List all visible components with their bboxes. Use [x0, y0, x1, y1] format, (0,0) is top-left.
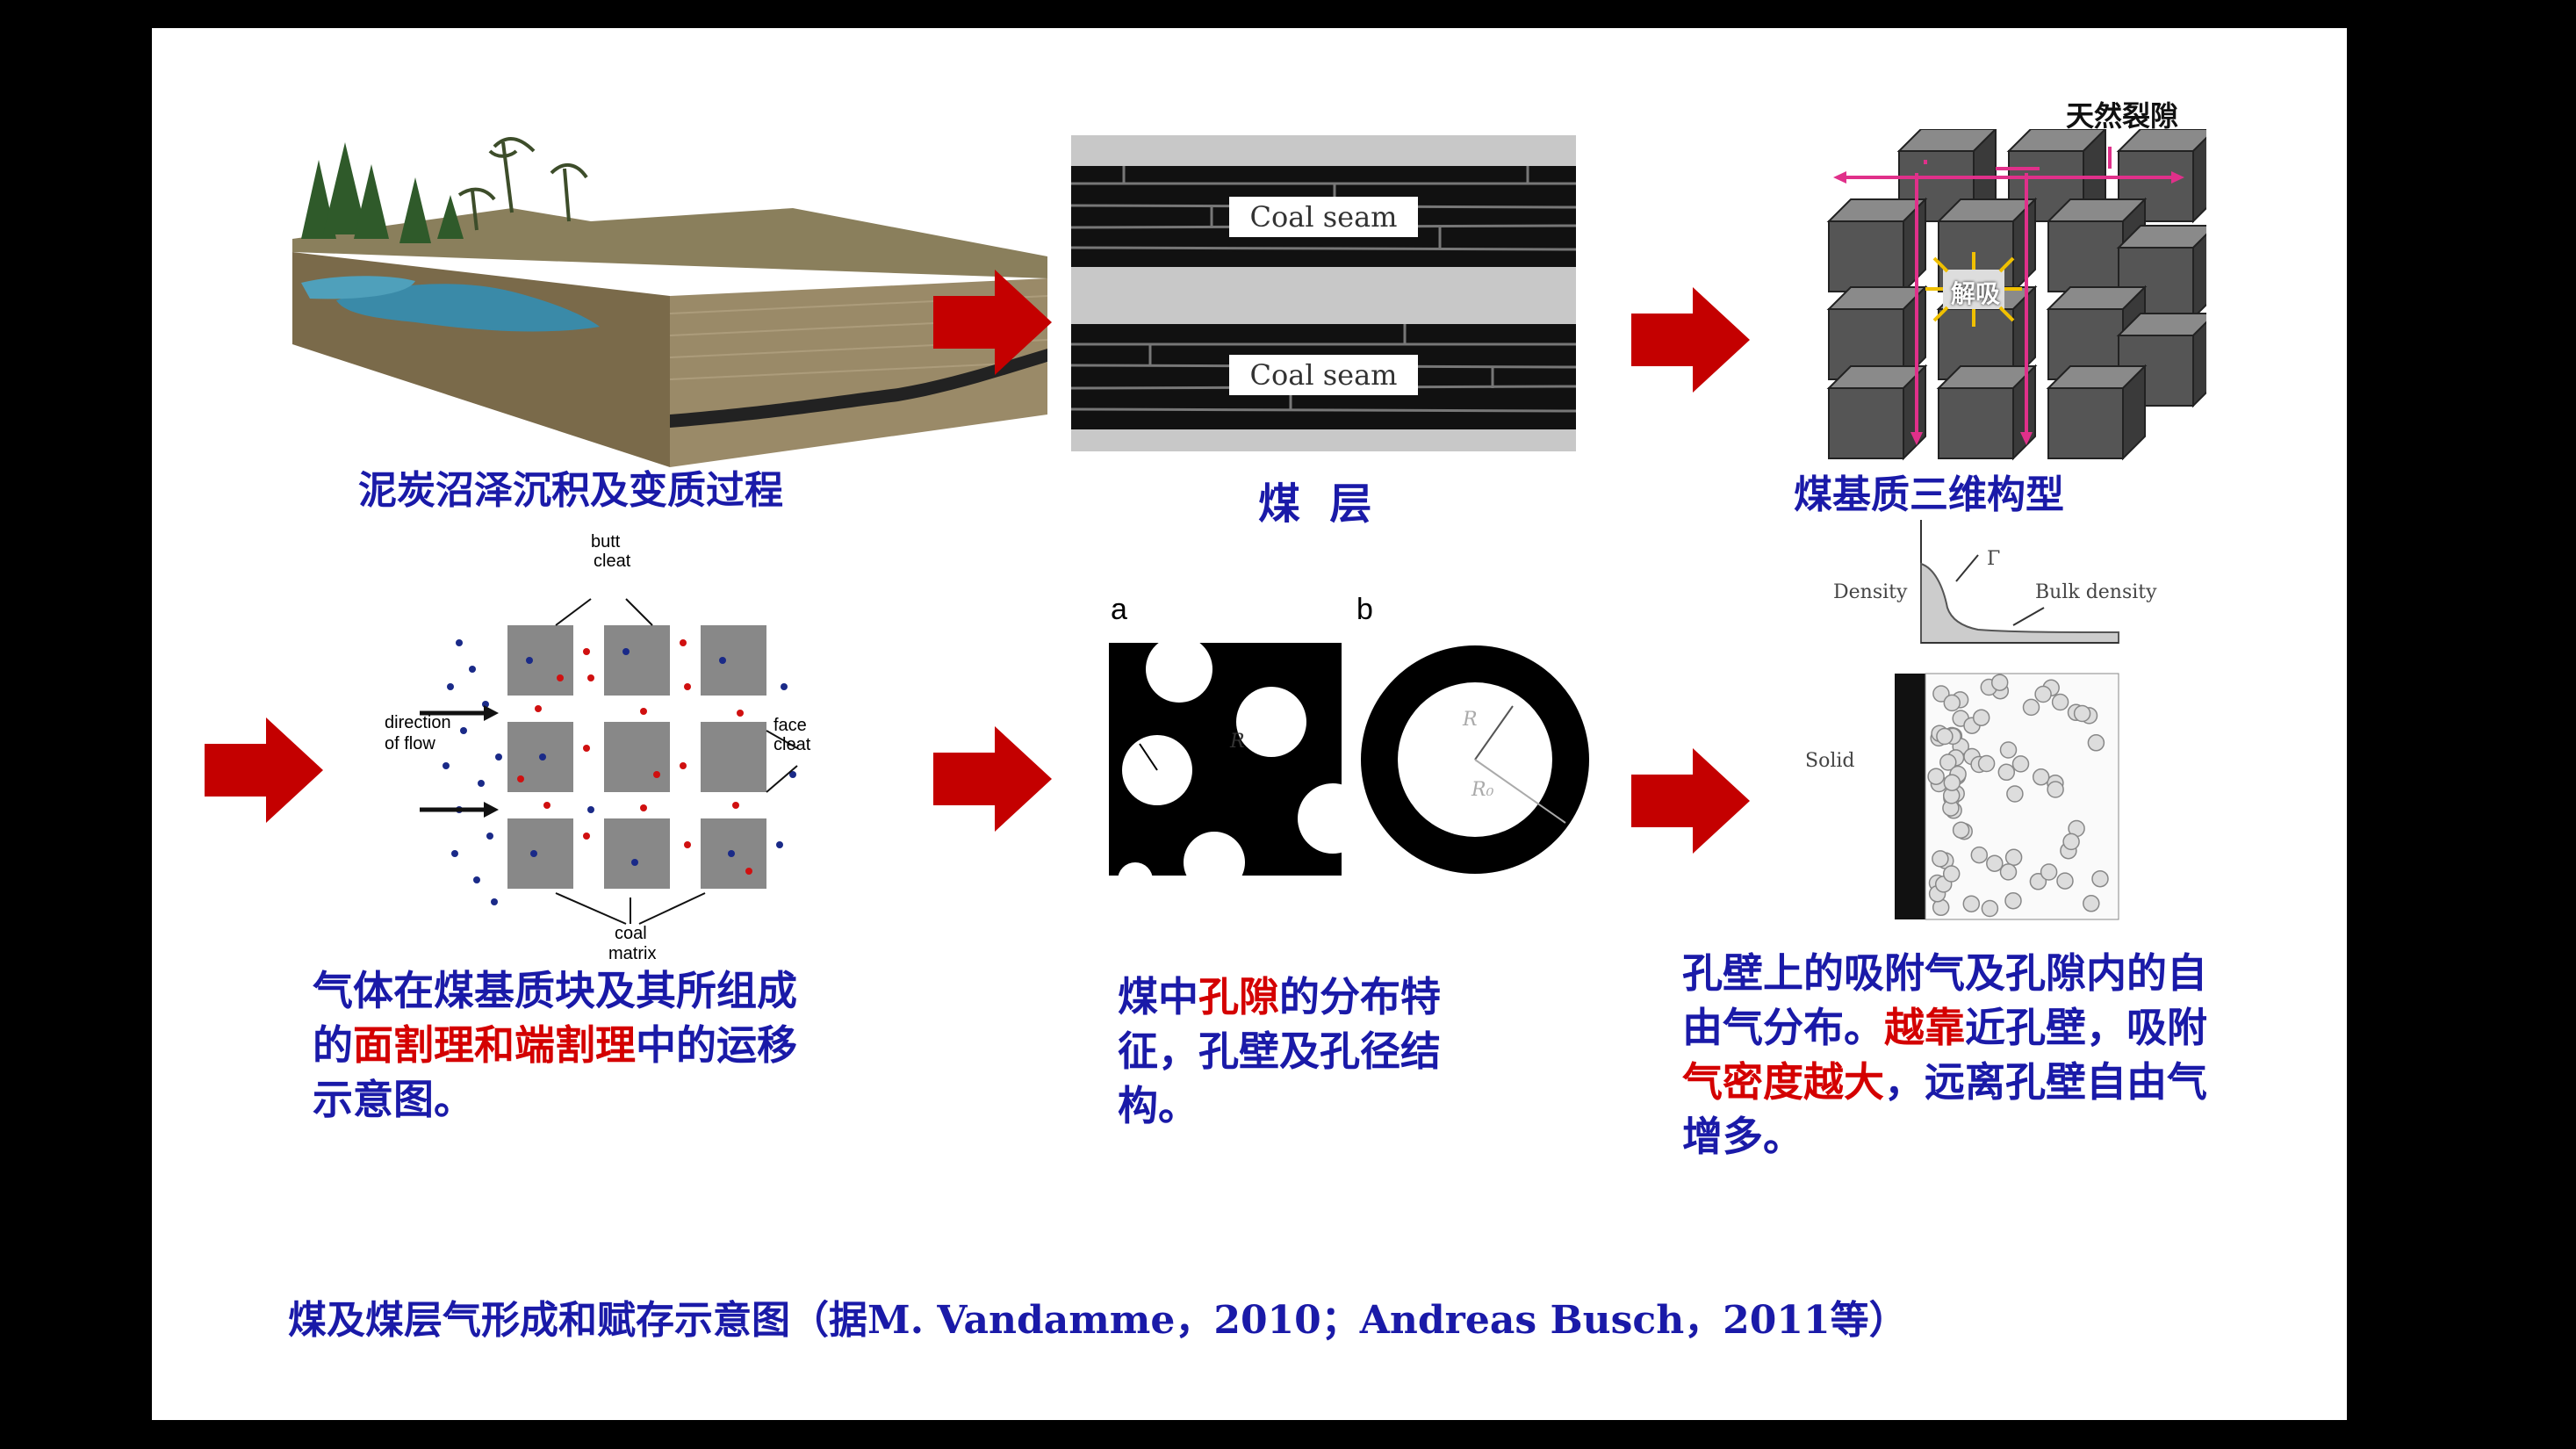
coal-matrix-cube-diagram: [1828, 129, 2206, 459]
panel5-caption-line: 构。: [1118, 1082, 1198, 1129]
panel4-caption-line: 气体在煤基质块及其所组成: [313, 967, 797, 1014]
gas-molecule: [2004, 891, 2022, 910]
gas-molecule: [1986, 854, 2004, 872]
caption-text: 的分布特: [1279, 973, 1441, 1020]
subfigure-b-label: b: [1356, 593, 1373, 626]
gas-molecule: [2004, 848, 2023, 867]
panel6-caption-line: 气密度越大，远离孔壁自由气: [1682, 1055, 2207, 1109]
panel6-caption-line: 由气分布。越靠近孔壁，吸附: [1682, 1000, 2207, 1055]
caption-highlight: 面割理和端割理: [353, 1021, 636, 1069]
arrow-right-icon: [933, 270, 1052, 375]
panel6-caption: 孔壁上的吸附气及孔隙内的自 由气分布。越靠近孔壁，吸附 气密度越大，远离孔壁自由…: [1682, 946, 2207, 1164]
gas-molecule: [1999, 863, 2018, 881]
panel3-caption: 煤基质三维构型: [1794, 472, 2064, 517]
gas-molecule: [1970, 846, 1989, 864]
panel6-caption-line: 增多。: [1682, 1113, 1803, 1160]
gas-molecule: [1952, 821, 1970, 839]
caption-text: 煤中: [1118, 973, 1198, 1020]
gas-molecule: [2056, 872, 2074, 890]
gas-molecule: [2091, 869, 2109, 888]
caption-text: 由气分布。: [1682, 1004, 1884, 1051]
gas-molecule: [2029, 873, 2047, 890]
outer-radius-label: R₀: [1471, 779, 1494, 801]
gamma-label: Γ: [1987, 548, 2001, 570]
gas-molecule: [2032, 768, 2050, 786]
solid-label: Solid: [1805, 750, 1855, 772]
of-flow-label: of flow: [385, 734, 435, 753]
butt-label: butt: [591, 532, 621, 551]
panel1-caption: 泥炭沼泽沉积及变质过程: [358, 468, 783, 513]
caption-highlight: 孔隙: [1198, 973, 1279, 1020]
coal-seam-diagram: [1071, 135, 1576, 451]
gas-molecule: [1939, 753, 1957, 771]
panel5-caption: 煤中孔隙的分布特 征，孔壁及孔径结 构。: [1118, 970, 1441, 1133]
gas-molecule: [2087, 734, 2105, 752]
cleat-label: cleat: [774, 735, 811, 754]
adsorption-density-diagram: [1895, 520, 2119, 920]
radius-label: R: [1463, 709, 1478, 731]
gas-molecule: [1942, 865, 1961, 883]
panel5-caption-line: 煤中孔隙的分布特: [1118, 970, 1441, 1024]
radius-label: R: [1230, 731, 1245, 753]
gas-molecule: [2011, 755, 2030, 773]
caption-text: 中的运移: [636, 1021, 797, 1069]
gas-molecule: [2062, 833, 2080, 851]
coal-seam-label: Coal seam: [1249, 358, 1398, 392]
direction-label: direction: [385, 713, 451, 732]
desorption-label: 解吸: [1950, 279, 2000, 308]
arrow-right-icon: [933, 726, 1052, 832]
subfigure-a-label: a: [1111, 593, 1127, 626]
arrow-right-icon: [205, 717, 323, 823]
panel5-caption-line: 征，孔壁及孔径结: [1118, 1027, 1441, 1075]
gas-molecule: [2034, 685, 2052, 703]
gas-molecule: [1943, 774, 1961, 791]
coal-seam-label: Coal seam: [1249, 200, 1398, 234]
density-axis-label: Density: [1833, 581, 1908, 603]
gas-molecule: [1981, 899, 1999, 918]
peat-swamp-diagram: [292, 137, 1048, 467]
gas-molecule: [1977, 754, 1996, 773]
cleat-label: cleat: [594, 551, 631, 571]
caption-highlight: 越靠: [1884, 1004, 1965, 1051]
gas-molecule: [1972, 709, 1990, 726]
gas-molecule: [1932, 850, 1949, 868]
slide: 泥炭沼泽沉积及变质过程 Coal seam Coal seam 煤 层 天然裂隙: [152, 28, 2347, 1420]
gas-molecule: [2040, 863, 2058, 881]
matrix-label: matrix: [608, 944, 657, 963]
panel4-caption: 气体在煤基质块及其所组成 的面割理和端割理中的运移 示意图。: [313, 963, 797, 1127]
arrow-right-icon: [1631, 748, 1750, 854]
caption-text: 的: [313, 1021, 353, 1069]
gas-molecule: [1932, 685, 1950, 703]
panel4-caption-line: 示意图。: [313, 1076, 474, 1123]
panel2-caption: 煤 层: [1258, 479, 1372, 529]
gas-molecule: [2051, 693, 2069, 711]
cleat-flow-diagram: [420, 598, 798, 925]
panel3-title: 天然裂隙: [2066, 99, 2179, 133]
gas-molecule: [1999, 741, 2018, 759]
panel4-caption-line: 的面割理和端割理中的运移: [313, 1018, 797, 1072]
figure-source-caption: 煤及煤层气形成和赋存示意图（据M. Vandamme，2010；Andreas …: [288, 1298, 1908, 1343]
face-label: face: [774, 716, 807, 735]
gas-molecule: [2022, 698, 2040, 717]
coal-label: coal: [615, 924, 647, 943]
gas-molecule: [2083, 895, 2100, 912]
gas-molecule: [1990, 674, 2009, 691]
caption-text: 近孔壁，吸附: [1965, 1004, 2207, 1051]
bulk-density-label: Bulk density: [2035, 581, 2157, 603]
gas-molecule: [2073, 704, 2091, 723]
pore-distribution-diagram: [1109, 643, 1589, 898]
gas-molecule: [1927, 768, 1945, 785]
caption-text: ，远离孔壁自由气: [1884, 1058, 2207, 1106]
gas-molecule: [1943, 694, 1961, 712]
gas-molecule: [2006, 785, 2024, 803]
gas-molecule: [2047, 781, 2064, 798]
caption-highlight: 气密度越大: [1682, 1058, 1884, 1106]
arrow-right-icon: [1631, 287, 1750, 393]
gas-molecule: [1936, 727, 1954, 746]
panel6-caption-line: 孔壁上的吸附气及孔隙内的自: [1682, 949, 2207, 997]
gas-molecule: [1997, 763, 2016, 782]
gas-molecule: [1962, 895, 1981, 912]
